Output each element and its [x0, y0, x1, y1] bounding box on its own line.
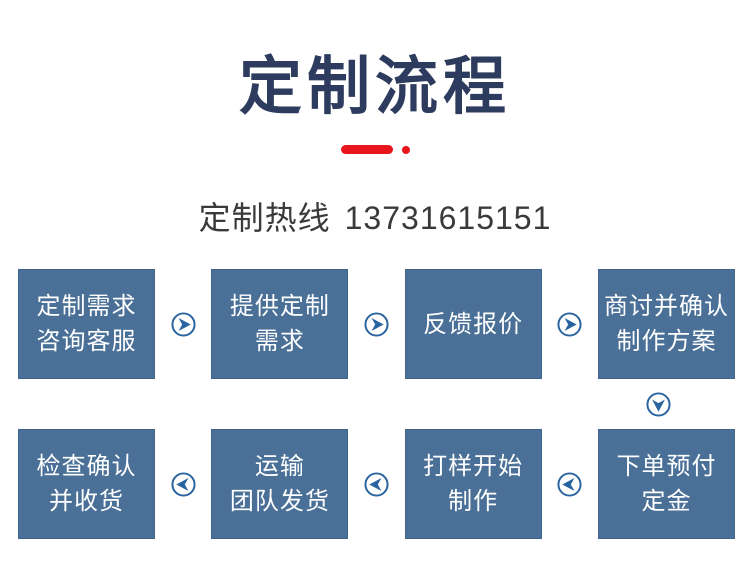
- step-line: 定金: [641, 488, 692, 515]
- flow-step-4: 商讨并确认 制作方案: [597, 269, 735, 379]
- step-line: 反馈报价: [423, 310, 524, 338]
- step-line: 团队发货: [229, 488, 330, 515]
- step-line: 下单预付: [616, 453, 717, 480]
- arrow-right-icon: [556, 311, 583, 338]
- flow-step-6: 打样开始 制作: [404, 429, 542, 539]
- flow-step-5: 下单预付 定金: [597, 429, 735, 539]
- title-underline: [0, 144, 750, 154]
- arrow-right-icon: [170, 311, 197, 338]
- step-line: 运输: [254, 453, 305, 480]
- step-line: 提供定制: [229, 293, 330, 320]
- arrow-cell: [155, 269, 211, 379]
- hotline: 定制热线 13731615151: [0, 193, 750, 239]
- flow-step-7: 运输 团队发货: [211, 429, 349, 539]
- step-line: 定制需求: [36, 293, 137, 320]
- flow-row-2: 检查确认 并收货 运输 团队发货 打样开始: [18, 429, 735, 539]
- step-line: 检查确认: [36, 453, 137, 480]
- underline-bar: [340, 144, 393, 154]
- arrow-cell: [542, 429, 598, 539]
- arrow-left-icon: [170, 471, 197, 498]
- step-line: 需求: [254, 328, 305, 355]
- arrow-right-icon: [363, 311, 390, 338]
- flow-step-8: 检查确认 并收货: [18, 429, 155, 539]
- step-line: 制作: [448, 488, 499, 515]
- flow-step-3: 反馈报价: [404, 269, 542, 379]
- step-line: 咨询客服: [36, 328, 137, 355]
- arrow-left-icon: [363, 471, 390, 498]
- arrow-left-icon: [556, 471, 583, 498]
- arrow-cell: [348, 429, 404, 539]
- flow-step-1: 定制需求 咨询客服: [18, 269, 155, 379]
- hotline-number: 13731615151: [344, 200, 552, 236]
- arrow-cell: [155, 429, 211, 539]
- flow-step-2: 提供定制 需求: [211, 269, 349, 379]
- step-line: 制作方案: [616, 328, 717, 355]
- underline-dot: [401, 146, 410, 154]
- step-line: 商讨并确认: [603, 293, 729, 320]
- arrow-cell: [348, 269, 404, 379]
- arrow-down-icon: [645, 391, 672, 418]
- arrow-cell: [542, 269, 598, 379]
- step-line: 并收货: [49, 488, 124, 515]
- page-title: 定制流程: [239, 52, 511, 122]
- flow-row-1: 定制需求 咨询客服 提供定制 需求 反馈报价: [18, 269, 735, 379]
- step-line: 打样开始: [423, 453, 524, 480]
- hotline-label: 定制热线: [198, 200, 331, 236]
